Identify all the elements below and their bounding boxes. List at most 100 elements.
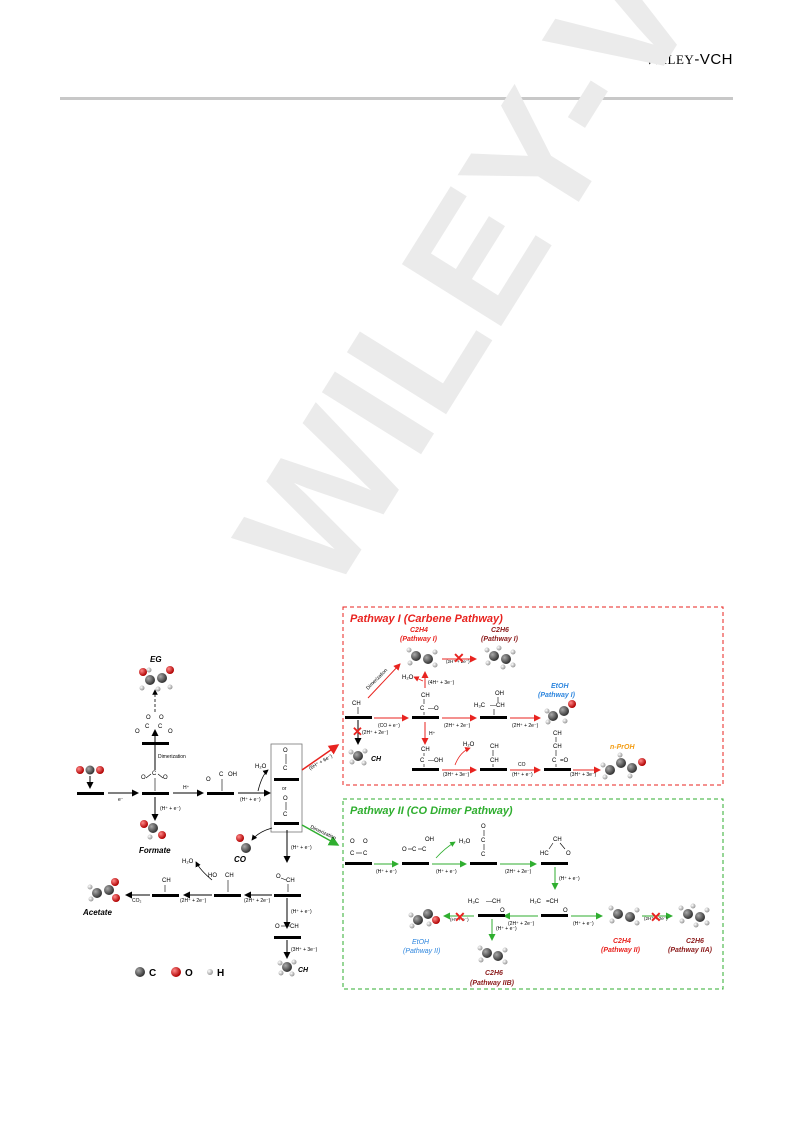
legend-carbon: C [149, 968, 156, 979]
svg-text:H₃C: H₃C [468, 899, 480, 905]
svg-text:O: O [283, 796, 288, 802]
water-label: H₂O [459, 839, 471, 845]
surface [274, 936, 301, 939]
step-label: CO₂ [132, 898, 142, 904]
step-label: CO [518, 762, 526, 768]
step-label: (H⁺ + e⁻) [559, 876, 580, 882]
c2h4-molecule [406, 647, 438, 668]
svg-text:C: C [283, 812, 288, 818]
svg-text:O: O [141, 775, 146, 781]
svg-text:C: C [481, 852, 486, 858]
c2h6-p2a-sublabel: (Pathway IIA) [668, 947, 713, 954]
surface [345, 716, 372, 719]
svg-text:C: C [145, 724, 150, 730]
etoh-p1-sublabel: (Pathway I) [538, 692, 576, 699]
svg-text:CH: CH [162, 878, 171, 884]
etoh-p1-label: EtOH [551, 683, 569, 690]
svg-text:CH: CH [225, 873, 234, 879]
svg-text:C: C [420, 758, 425, 764]
step-label: (H⁺ + e⁻) [436, 869, 457, 875]
blocked-mark: ✕ [650, 909, 662, 925]
svg-text:C: C [219, 772, 224, 778]
co2-molecule [76, 765, 104, 775]
surface [274, 822, 299, 825]
svg-text:O: O [566, 851, 571, 857]
surface [142, 792, 169, 795]
surface [541, 914, 568, 917]
step-label: (CO + e⁻) [378, 723, 400, 729]
surface [478, 914, 505, 917]
surface [544, 768, 571, 771]
blocked-mark: ✕ [453, 650, 465, 666]
svg-text:OH: OH [425, 837, 434, 843]
svg-text:CH: CH [490, 758, 499, 764]
surface [412, 716, 439, 719]
atom-legend: C O H [135, 967, 224, 979]
svg-text:O: O [206, 777, 211, 783]
or-label: or [282, 786, 287, 792]
svg-text:O: O [276, 874, 281, 880]
svg-text:—CH: —CH [490, 703, 505, 709]
step-label: (2H⁺ + 2e⁻) [505, 869, 532, 875]
etoh-p2-label: EtOH [412, 939, 430, 946]
step-label: H⁺ [429, 731, 436, 737]
nproh-label: n-PrOH [610, 744, 635, 751]
step-label: (2H⁺ + 2e⁻) [244, 898, 271, 904]
surface [402, 862, 429, 865]
c2h6-p2a-label: C2H6 [686, 938, 704, 945]
c2h4-p2-sublabel: (Pathway II) [601, 947, 641, 954]
co-selection-box [270, 743, 303, 833]
svg-text:O: O [168, 729, 173, 735]
water-label: H₂O [255, 764, 267, 770]
dimerization-label: Dimerization [309, 824, 337, 841]
formate-label: Formate [139, 846, 171, 855]
c2h6-p2b-sublabel: (Pathway IIB) [470, 980, 515, 987]
pathway2-title: Pathway II (CO Dimer Pathway) [350, 805, 513, 817]
step-label: (3H⁺ + 3e⁻) [570, 772, 597, 778]
watermark: WILEY-VCH [200, 0, 793, 620]
step-label: e⁻ [118, 797, 124, 803]
step-label: (3H⁺ + 3e⁻) [291, 947, 318, 953]
svg-text:C: C [152, 771, 157, 777]
formate-molecule [140, 820, 166, 840]
step-label: (H⁺ + e⁻) [240, 797, 261, 803]
svg-text:C: C [350, 851, 355, 857]
svg-text:HO: HO [208, 873, 217, 879]
pathway1-title: Pathway I (Carbene Pathway) [350, 613, 503, 625]
etoh-molecule [544, 700, 576, 725]
step-label: (4H⁺ + 3e⁻) [428, 680, 455, 686]
svg-text:CH: CH [553, 837, 562, 843]
step-label: (2H⁺ + 2e⁻) [512, 723, 539, 729]
svg-text:O: O [283, 748, 288, 754]
svg-text:C: C [363, 851, 368, 857]
legend-oxygen: O [185, 968, 193, 979]
svg-text:CH: CH [421, 693, 430, 699]
header-rule [60, 97, 733, 100]
co-label: CO [234, 855, 247, 864]
co-molecule [236, 834, 251, 853]
svg-text:CH: CH [553, 731, 562, 737]
step-label: (3H⁺ + 3e⁻) [443, 772, 470, 778]
water-label: H₂O [463, 742, 475, 748]
c2h4-p1-label: C2H4 [410, 627, 428, 634]
surface [207, 792, 234, 795]
water-label: H₂O [402, 675, 414, 681]
pathway1-box [342, 606, 724, 786]
svg-text:—O: —O [428, 706, 439, 712]
svg-text:C: C [158, 724, 163, 730]
ch4-label: CH [371, 756, 382, 763]
step-label: (H⁺ + e⁻) [160, 806, 181, 812]
step-label: (H⁺ + e⁻) [376, 869, 397, 875]
step-label: H⁺ [183, 785, 190, 791]
svg-text:O: O [163, 775, 168, 781]
svg-text:H₂C: H₂C [530, 899, 542, 905]
c2h4-p2-label: C2H4 [613, 938, 631, 945]
c2h6-p1-sublabel: (Pathway I) [481, 636, 519, 643]
step-label: (2H⁺ + 2e⁻) [180, 898, 207, 904]
surface [470, 862, 497, 865]
step-label: (2H⁺ + 2e⁻) [508, 921, 535, 927]
surface [541, 862, 568, 865]
svg-text:O: O [135, 729, 140, 735]
svg-text:O: O [350, 839, 355, 845]
